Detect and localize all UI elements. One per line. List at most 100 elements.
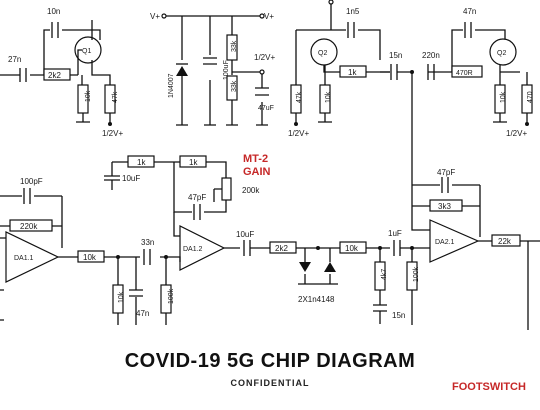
- resistor-100k: [160, 284, 172, 314]
- label-10uf-b: 10uF: [236, 230, 254, 239]
- da21-stage: 47pF 3k3 DA2.1 22k: [411, 168, 540, 330]
- label-1k-q2: 1k: [348, 68, 357, 77]
- transistor-q2-b: [489, 38, 517, 66]
- resistor-33k-top: [226, 34, 238, 61]
- annotation-mt2: MT-2: [243, 153, 268, 165]
- label-220n: 220n: [422, 51, 440, 60]
- resistor-1k-b: [179, 155, 207, 168]
- label-halfv-4: 1/2V+: [506, 129, 527, 138]
- label-1n5: 1n5: [346, 7, 360, 16]
- resistor-10k-c: [339, 241, 367, 254]
- resistor-470r: [451, 65, 483, 78]
- label-2k2-b: 2k2: [275, 244, 288, 253]
- capacitor-47n-bottom: [129, 289, 143, 297]
- diode-1n4007: [176, 66, 188, 76]
- capacitor-220n: [427, 64, 435, 80]
- label-halfv-1: 1/2V+: [102, 129, 123, 138]
- label-1k-b: 1k: [189, 158, 198, 167]
- label-47n-top: 47n: [463, 7, 476, 16]
- label-27n: 27n: [8, 55, 21, 64]
- capacitor-27n: [19, 68, 27, 82]
- label-diodes: 2X1n4148: [298, 295, 335, 304]
- resistor-4k7: [374, 261, 386, 291]
- label-220k: 220k: [20, 222, 38, 231]
- da11-stage: 100pF 220k DA1.1 10k 33n 10k 47n 100k: [0, 177, 181, 325]
- capacitor-47pf-b: [441, 177, 449, 193]
- label-1k-a: 1k: [137, 158, 146, 167]
- label-47k-q2: 47k: [296, 91, 303, 103]
- label-100k: 100k: [168, 288, 175, 304]
- label-da11: DA1.1: [14, 255, 34, 262]
- resistor-1k-a: [127, 155, 155, 168]
- label-q2-a: Q2: [318, 50, 327, 57]
- label-10k-q1: 10k: [85, 90, 92, 102]
- q2-stages: 1n5 Q2 1k 47k 10k 1/2V+ 15n 220n 47n 470…: [288, 0, 534, 185]
- resistor-22k: [491, 234, 521, 247]
- label-10k-q2: 10k: [325, 91, 332, 103]
- opamp-da21: [429, 219, 480, 263]
- label-15n-top: 15n: [389, 51, 402, 60]
- q1-stage: 27n 10n 2k2 Q1 10k 47k 1/2V+: [0, 7, 123, 138]
- diode-a: [299, 262, 311, 272]
- annotation-gain: GAIN: [243, 166, 271, 178]
- capacitor-100uf: [203, 57, 217, 65]
- capacitor-100pf: [23, 188, 31, 204]
- label-33n: 33n: [141, 238, 154, 247]
- label-10k-q2b: 10k: [500, 91, 507, 103]
- resistor-3k3: [429, 199, 463, 212]
- label-1n4007: 1N4007: [168, 73, 175, 98]
- label-halfv-2: 1/2V+: [254, 53, 275, 62]
- resistor-100k-b: [406, 261, 418, 291]
- label-da21: DA2.1: [435, 239, 455, 246]
- label-47k-q1: 47k: [112, 91, 119, 103]
- label-vplus-right: V+: [264, 12, 274, 21]
- label-q1: Q1: [82, 48, 91, 55]
- resistor-10k-b: [112, 284, 124, 314]
- label-10k-b: 10k: [118, 291, 125, 303]
- potentiometer-200k: [221, 177, 232, 201]
- resistor-2k2-b: [269, 241, 297, 254]
- resistor-2k2: [43, 68, 71, 81]
- capacitor-1n5: [347, 22, 355, 38]
- diagram-title: COVID-19 5G CHIP DIAGRAM: [124, 350, 416, 372]
- label-47uf: 47uF: [258, 105, 274, 112]
- label-470r: 470R: [456, 70, 473, 77]
- label-22k: 22k: [498, 237, 512, 246]
- opamp-da11: [5, 231, 60, 283]
- clipping-stage: 10uF 2k2 2X1n4148 10k 4k7 15n 1uF 100k: [236, 229, 430, 325]
- label-10n: 10n: [47, 7, 60, 16]
- label-100uf: 100uF: [223, 60, 230, 80]
- resistor-33k-bottom: [226, 75, 238, 101]
- diode-b: [324, 262, 336, 272]
- label-halfv-3: 1/2V+: [288, 129, 309, 138]
- label-4k7: 4k7: [381, 269, 388, 280]
- capacitor-1uf: [393, 240, 401, 256]
- capacitor-33n: [143, 249, 151, 265]
- label-47n-bottom: 47n: [136, 309, 149, 318]
- capacitor-47uf: [255, 87, 269, 96]
- capacitor-47n-top: [464, 22, 472, 38]
- capacitor-10n: [51, 22, 59, 38]
- label-33k-top: 33k: [231, 40, 238, 52]
- label-470-q2b: 470: [527, 91, 534, 103]
- resistor-10k-a: [77, 250, 105, 263]
- label-vplus-left: V+: [150, 12, 160, 21]
- label-100k-b: 100k: [413, 266, 420, 282]
- opamp-da12: [179, 225, 226, 271]
- label-33k-bottom: 33k: [231, 80, 238, 92]
- da12-gain-stage: 1k 1k 10uF 200k MT-2 GAIN 47pF DA1.2: [104, 153, 271, 271]
- label-10k-c: 10k: [345, 244, 359, 253]
- capacitor-15n-top: [390, 64, 398, 80]
- label-1uf: 1uF: [388, 229, 402, 238]
- label-15n-bottom: 15n: [392, 311, 405, 320]
- label-2k2: 2k2: [48, 71, 61, 80]
- label-10k-a: 10k: [83, 253, 97, 262]
- label-100pf: 100pF: [20, 177, 43, 186]
- capacitor-10uf-b: [243, 240, 251, 256]
- resistor-1k-q2: [339, 65, 367, 78]
- capacitor-47pf-a: [193, 204, 201, 220]
- diagram-subtitle: CONFIDENTIAL: [230, 378, 310, 388]
- label-47pf-b: 47pF: [437, 168, 455, 177]
- transistor-q1: [74, 36, 102, 64]
